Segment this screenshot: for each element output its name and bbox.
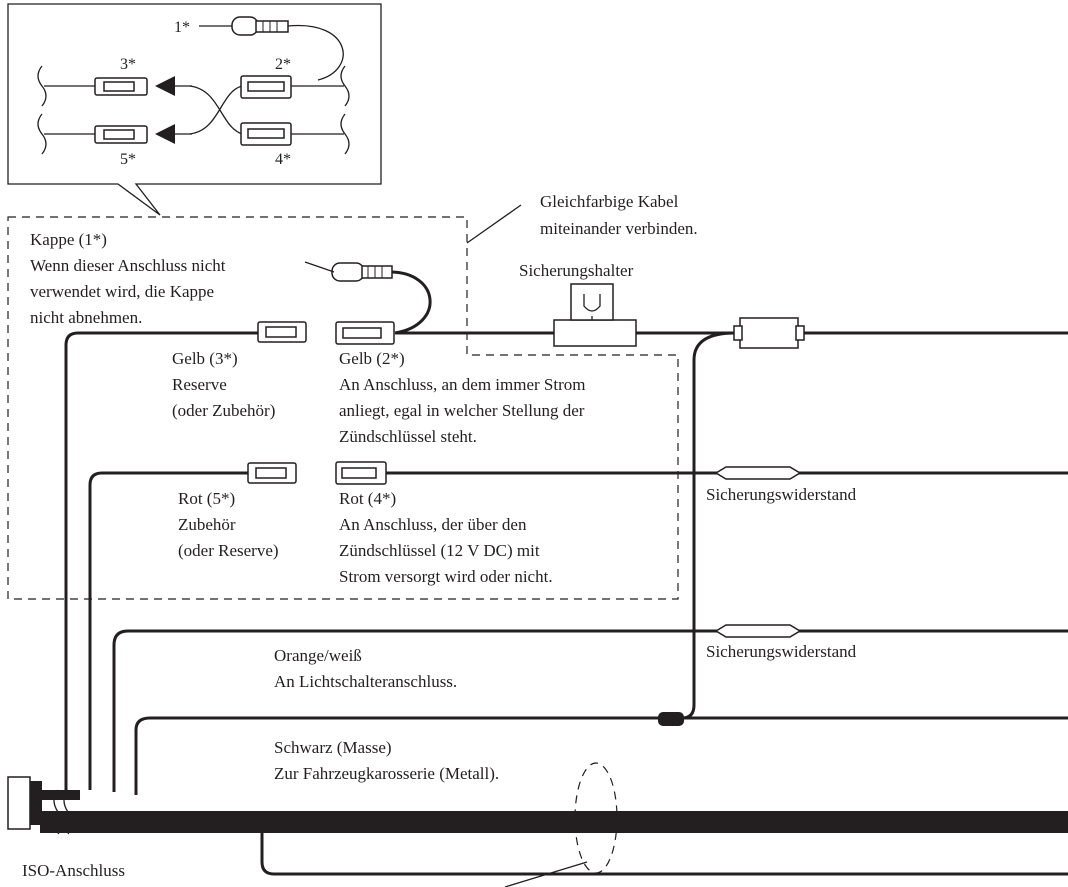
- cap-connector: [331, 262, 393, 282]
- connector-red-4: [335, 461, 387, 485]
- iso-bundle: [40, 790, 80, 800]
- inset-break-left-bottom: [37, 113, 47, 155]
- wire-black: [134, 716, 1068, 795]
- fuse-resistor-2: [714, 624, 802, 638]
- yellow-3-line-2: (oder Zubehör): [172, 401, 275, 420]
- dashed-region: [7, 216, 679, 600]
- inset-female-connector-5: [94, 125, 148, 144]
- cap-line-3: nicht abnehmen.: [30, 308, 142, 327]
- cut-ellipse: [574, 762, 618, 874]
- red-4-line-3: Strom versorgt wird oder nicht.: [339, 567, 553, 586]
- inset-label-4: 4*: [275, 151, 291, 168]
- orange-white-line-1: An Lichtschalteranschluss.: [274, 672, 457, 691]
- inset-break-right-bottom: [340, 113, 350, 155]
- red-5-title: Rot (5*): [178, 489, 235, 508]
- iso-break-a: [53, 789, 63, 835]
- iso-connector-label: ISO-Anschluss: [22, 861, 125, 880]
- yellow-2-line-3: Zündschlüssel steht.: [339, 427, 477, 446]
- fuse-holder-fuse: [583, 294, 601, 312]
- fuse-holder-label: Sicherungshalter: [519, 261, 634, 280]
- inset-label-1: 1*: [174, 19, 190, 36]
- inset-label-5: 5*: [120, 151, 136, 168]
- fuse-resistor-2-label: Sicherungswiderstand: [706, 642, 857, 661]
- red-4-title: Rot (4*): [339, 489, 396, 508]
- yellow-3-line-1: Reserve: [172, 375, 227, 394]
- black-ground-line-1: Zur Fahrzeugkarosserie (Metall).: [274, 764, 499, 783]
- orange-white-title: Orange/weiß: [274, 646, 362, 665]
- red-4-line-1: An Anschluss, der über den: [339, 515, 527, 534]
- fuse-box: [733, 317, 805, 349]
- same-color-leader: [466, 204, 522, 244]
- red-5-line-2: (oder Reserve): [178, 541, 279, 560]
- connector-yellow-2: [335, 321, 395, 345]
- inset-label-2: 2*: [275, 56, 291, 73]
- cut-leader: [504, 861, 588, 887]
- yellow-3-title: Gelb (3*): [172, 349, 238, 368]
- black-ground-title: Schwarz (Masse): [274, 738, 392, 757]
- yellow-2-title: Gelb (2*): [339, 349, 405, 368]
- iso-connector-block: [7, 776, 73, 835]
- inset-break-left-top: [37, 65, 47, 107]
- inset-cap-connector: [231, 16, 289, 36]
- inset-cross-b: [189, 85, 243, 135]
- same-color-note-2: miteinander verbinden.: [540, 219, 698, 238]
- cap-line-1: Wenn dieser Anschluss nicht: [30, 256, 226, 275]
- inset-break-right-top: [340, 65, 350, 107]
- fuse-resistor-1-label: Sicherungswiderstand: [706, 485, 857, 504]
- cap-line-2: verwendet wird, die Kappe: [30, 282, 214, 301]
- inset-cross-a: [189, 85, 243, 135]
- inset-arrow-upper: [155, 76, 175, 96]
- inset-male-connector-4: [240, 122, 292, 146]
- cap-leader: [304, 261, 335, 273]
- wire-yellow-3: [64, 331, 258, 790]
- iso-break-b: [63, 789, 73, 835]
- inset-female-connector-3: [94, 77, 148, 96]
- fuse-holder: [553, 283, 637, 347]
- inset-male-connector-2: [240, 75, 292, 99]
- fuse-resistor-1: [714, 466, 802, 480]
- same-color-note-1: Gleichfarbige Kabel: [540, 192, 679, 211]
- connector-red-5: [247, 462, 297, 484]
- wire-red-5: [88, 471, 248, 790]
- cap-title: Kappe (1*): [30, 230, 107, 249]
- inset-frame: [7, 3, 382, 216]
- wire-lower: [260, 822, 1068, 876]
- inset-wire-cap: [287, 24, 344, 81]
- yellow-2-line-1: An Anschluss, an dem immer Strom: [339, 375, 585, 394]
- red-4-line-2: Zündschlüssel (12 V DC) mit: [339, 541, 540, 560]
- inset-arrow-lower: [155, 124, 175, 144]
- red-5-line-1: Zubehör: [178, 515, 236, 534]
- inset-label-3: 3*: [120, 56, 136, 73]
- connector-yellow-3: [257, 321, 307, 343]
- yellow-2-line-2: anliegt, egal in welcher Stellung der: [339, 401, 585, 420]
- inset-detail: 1* 2* 3* 4* 5*: [7, 3, 382, 216]
- wire-branch: [681, 331, 736, 720]
- wire-cap-lead: [389, 270, 432, 335]
- ground-splice: [658, 712, 684, 726]
- wire-orange-white: [112, 629, 1068, 792]
